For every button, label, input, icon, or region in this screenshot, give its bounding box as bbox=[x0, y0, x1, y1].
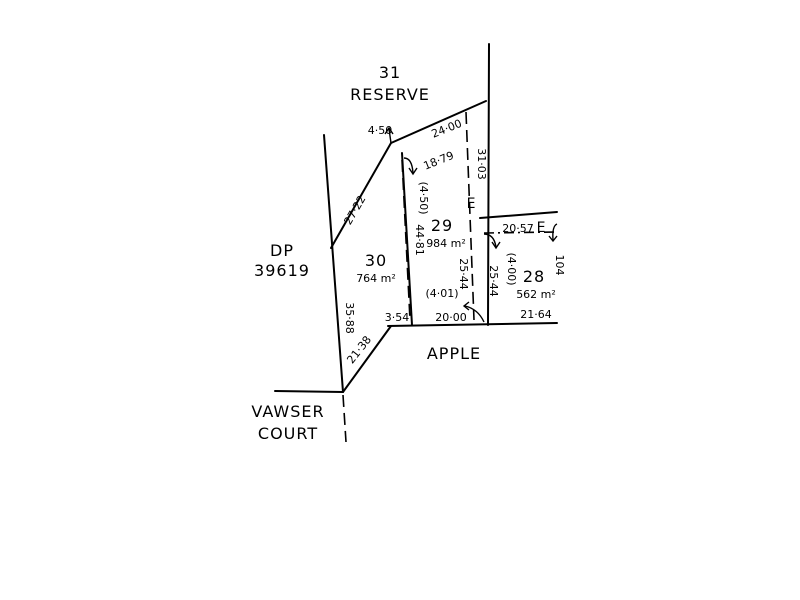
easement-lines bbox=[342, 111, 558, 443]
arc-400 bbox=[483, 233, 497, 248]
dim-450p: (4·50) bbox=[417, 181, 430, 214]
dim-2400: 24·00 bbox=[430, 117, 464, 141]
easement-mark-lot29: E bbox=[467, 196, 476, 212]
lot30-nw-boundary bbox=[330, 142, 392, 249]
arc-1879 bbox=[403, 157, 414, 174]
apple-frontage bbox=[387, 322, 558, 327]
street-court: COURT bbox=[258, 424, 318, 443]
arc-401 bbox=[464, 305, 485, 323]
corner-truncation bbox=[342, 325, 392, 393]
vawser-boundary bbox=[274, 390, 344, 393]
dimension-leaders bbox=[384, 126, 558, 323]
lot29-inner-line bbox=[401, 159, 411, 321]
street-vawser: VAWSER bbox=[251, 402, 324, 421]
lot28-area: 562 m² bbox=[516, 288, 556, 301]
dim-400: (4·00) bbox=[505, 252, 518, 285]
dp-prefix: DP bbox=[270, 241, 294, 260]
reserve-label: RESERVE bbox=[350, 85, 430, 104]
dim-2000: 20·00 bbox=[435, 311, 467, 324]
arrowhead-right bbox=[548, 235, 558, 243]
dim-450: 4·50 bbox=[368, 124, 393, 137]
dp-number: 39619 bbox=[254, 261, 310, 280]
arrowhead-401 bbox=[462, 301, 470, 311]
easement-mark-lot28: E bbox=[537, 220, 546, 236]
dim-2544b: 25·44 bbox=[487, 265, 500, 297]
dim-2164: 21·64 bbox=[520, 308, 552, 321]
lot29-number: 29 bbox=[431, 216, 453, 235]
reserve-lot-number: 31 bbox=[379, 63, 401, 82]
arc-right bbox=[552, 223, 558, 241]
lot28-north-boundary bbox=[479, 211, 558, 219]
dim-3103: 31·03 bbox=[475, 148, 488, 180]
arrow-450 bbox=[388, 128, 392, 144]
lot29-area: 984 m² bbox=[426, 237, 466, 250]
arrowhead-1879 bbox=[408, 167, 418, 176]
dim-4481: 44·81 bbox=[413, 224, 426, 256]
dim-2057: 20·57 bbox=[502, 222, 534, 235]
dim-104-cut: 104 bbox=[553, 255, 566, 276]
street-apple: APPLE bbox=[427, 344, 481, 363]
lot28-easement-line bbox=[483, 231, 558, 234]
dim-3588: 35·88 bbox=[343, 302, 356, 334]
easement-lot29-line bbox=[465, 111, 475, 321]
dim-2722: 27·22 bbox=[341, 193, 368, 227]
vawser-dashed-line bbox=[342, 394, 347, 443]
lot28-number: 28 bbox=[523, 267, 545, 286]
dim-354: 3·54 bbox=[385, 311, 410, 324]
dim-2544a: 25·44 bbox=[457, 258, 470, 290]
lot30-number: 30 bbox=[365, 251, 387, 270]
lot30-area: 764 m² bbox=[356, 272, 396, 285]
lot30-west-boundary bbox=[323, 134, 344, 393]
reserve-frontage bbox=[390, 100, 487, 144]
lot29-east-boundary bbox=[487, 43, 490, 326]
dim-401: (4·01) bbox=[425, 287, 458, 300]
dim-2138: 21·38 bbox=[344, 333, 374, 366]
arrowhead-400 bbox=[491, 241, 501, 250]
arrowhead-450 bbox=[384, 126, 394, 135]
dim-1879: 18·79 bbox=[422, 149, 456, 173]
